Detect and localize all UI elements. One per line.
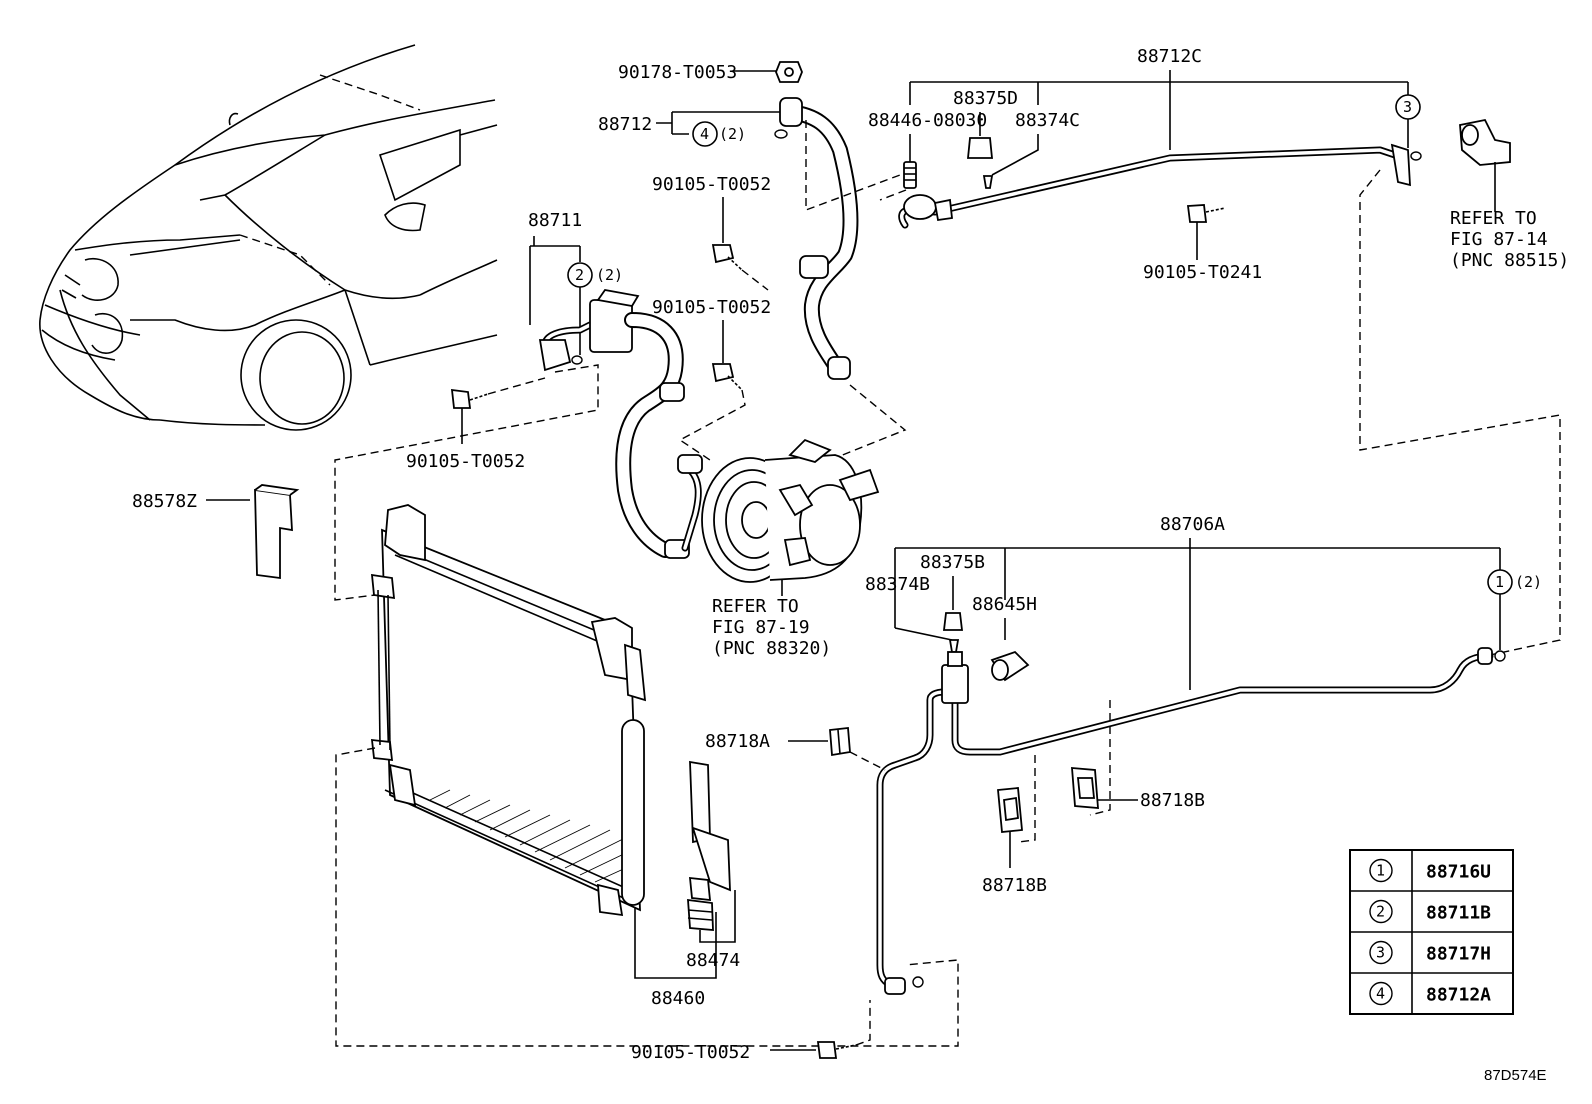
label-90105-t0052-b: 90105-T0052 <box>652 297 771 318</box>
legend-number-2: 2 <box>1376 903 1385 921</box>
label-88374b: 88374B <box>865 574 930 595</box>
legend-number-3: 3 <box>1376 944 1385 962</box>
tube-88712c <box>898 143 1411 229</box>
label-88711: 88711 <box>528 210 582 231</box>
legend-part-4: 88712A <box>1426 985 1491 1006</box>
clamp-88718b-b <box>1071 767 1099 809</box>
label-88718a: 88718A <box>705 731 770 752</box>
bolt-90105-t0052-b <box>711 363 743 391</box>
legend-circle-1 <box>1369 858 1393 883</box>
ref-compressor-line2: FIG 87-19 <box>712 617 810 638</box>
evaporator-connector <box>1459 118 1511 166</box>
filter-88474 <box>687 760 731 931</box>
label-88706a: 88706A <box>1160 514 1225 535</box>
legend-number-4: 4 <box>1376 985 1385 1003</box>
label-88718b-a: 88718B <box>982 875 1047 896</box>
switch-88645h <box>990 650 1030 682</box>
circled-3-ref: 3 <box>1403 98 1412 116</box>
qty-88716u: (2) <box>1515 573 1542 591</box>
label-88474: 88474 <box>686 950 740 971</box>
label-88718b-b: 88718B <box>1140 790 1205 811</box>
valve-88446-08030 <box>903 161 917 189</box>
ref-evaporator-line2: FIG 87-14 <box>1450 229 1548 250</box>
vehicle-outline <box>39 44 498 431</box>
ref-compressor-line3: (PNC 88320) <box>712 638 831 659</box>
label-90105-t0052-c: 90105-T0052 <box>406 451 525 472</box>
legend-circle-4 <box>1369 981 1393 1006</box>
ref-compressor-line1: REFER TO <box>712 596 799 617</box>
legend-number-1: 1 <box>1376 862 1385 880</box>
hose-88711 <box>538 289 703 559</box>
bolt-90105-t0052-c <box>450 388 489 409</box>
hose-88712 <box>779 97 859 380</box>
cap-88375b <box>942 612 964 631</box>
tube-88706a <box>876 647 1494 995</box>
diagram-code: 87D574E <box>1484 1067 1547 1084</box>
legend-part-1: 88716U <box>1426 862 1491 883</box>
label-88446-08030: 88446-08030 <box>868 110 987 131</box>
clamp-88718a <box>829 727 851 757</box>
nut-90178-t0053 <box>775 61 803 83</box>
label-88375b: 88375B <box>920 552 985 573</box>
core-88374c <box>982 175 994 189</box>
label-90105-t0241: 90105-T0241 <box>1143 262 1262 283</box>
legend-circle-2 <box>1369 899 1393 924</box>
label-88374c: 88374C <box>1015 110 1080 131</box>
pad-88578z <box>254 484 300 580</box>
ref-evaporator-line3: (PNC 88515) <box>1450 250 1569 271</box>
bolt-90105-t0052-d <box>816 1041 857 1059</box>
label-90178-t0053: 90178-T0053 <box>618 62 737 83</box>
ref-evaporator-line1: REFER TO <box>1450 208 1537 229</box>
label-88712: 88712 <box>598 114 652 135</box>
label-90105-t0052-a: 90105-T0052 <box>652 174 771 195</box>
bolt-90105-t0241 <box>1186 204 1226 223</box>
circled-4-ref: 4 <box>700 125 709 143</box>
label-88578z: 88578Z <box>132 491 197 512</box>
compressor-assembly <box>701 438 880 583</box>
circled-1-ref: 1 <box>1495 573 1504 591</box>
label-88460: 88460 <box>651 988 705 1009</box>
qty-88711b: (2) <box>596 266 623 284</box>
cap-88375d <box>967 137 993 159</box>
legend-part-3: 88717H <box>1426 944 1491 965</box>
bolt-90105-t0052-a <box>711 244 743 271</box>
legend-part-2: 88711B <box>1426 903 1491 924</box>
label-88375d: 88375D <box>953 88 1018 109</box>
qty-88712a: (2) <box>719 125 746 143</box>
condenser-88460 <box>370 504 647 917</box>
label-88712c: 88712C <box>1137 46 1202 67</box>
clamp-88718b-a <box>997 787 1023 833</box>
label-90105-t0052-d: 90105-T0052 <box>631 1042 750 1063</box>
circled-2-ref: 2 <box>575 266 584 284</box>
core-88374b <box>948 639 960 653</box>
label-88645h: 88645H <box>972 594 1037 615</box>
legend-circle-3 <box>1369 940 1393 965</box>
